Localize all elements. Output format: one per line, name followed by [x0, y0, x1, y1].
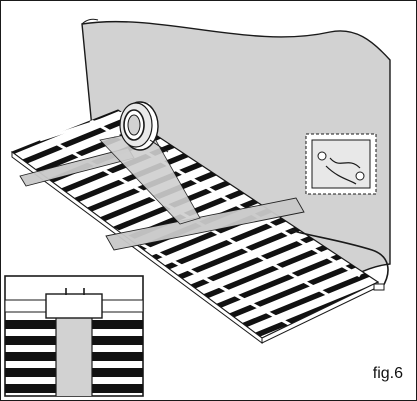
junction-box-icon: [305, 133, 377, 195]
detail-inset: [4, 275, 144, 397]
tape-strip-front: [105, 197, 305, 251]
power-cable: [289, 229, 389, 289]
figure-label: fig.6: [372, 365, 403, 382]
wall-top-edge: [81, 18, 99, 25]
tape-roll-icon: [119, 101, 169, 153]
cable-clip: [373, 283, 385, 291]
